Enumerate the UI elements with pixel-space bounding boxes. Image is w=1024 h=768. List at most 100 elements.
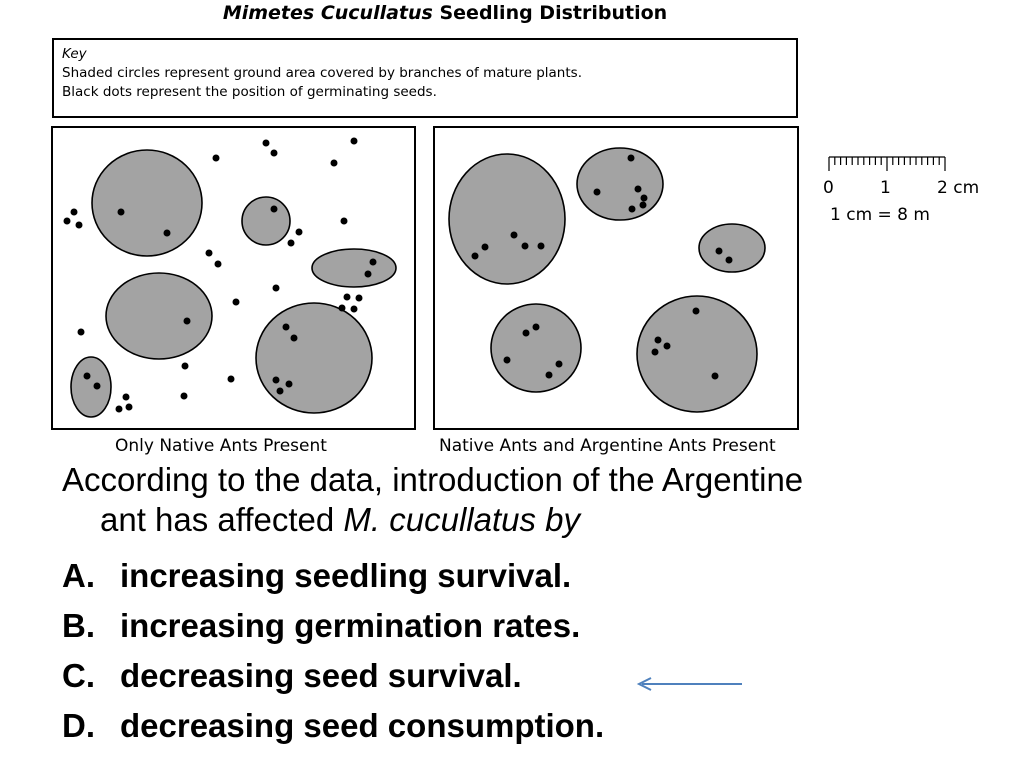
choice-d[interactable]: D. decreasing seed consumption. (62, 704, 992, 754)
panel-native-seeds (63, 137, 377, 413)
plant-circle (70, 356, 112, 418)
seed-dot (272, 284, 280, 292)
seed-dot (285, 380, 293, 388)
seed-dot (287, 239, 295, 247)
seed-dot (70, 208, 78, 216)
seed-dot (628, 205, 636, 213)
answer-choices: A. increasing seedling survival. B. incr… (62, 554, 992, 754)
seed-dot (117, 208, 125, 216)
seed-dot (503, 356, 511, 364)
seed-dot (654, 336, 662, 344)
seed-dot (262, 139, 270, 147)
seed-dot (471, 252, 479, 260)
seed-dot (593, 188, 601, 196)
seed-dot (183, 317, 191, 325)
seed-dot (125, 403, 133, 411)
seed-dot (663, 342, 671, 350)
scale-ticks (828, 157, 946, 171)
seed-dot (481, 243, 489, 251)
choice-text: increasing seedling survival. (120, 557, 572, 594)
choice-text: decreasing seed survival. (120, 657, 522, 694)
seed-dot (651, 348, 659, 356)
seed-dot (290, 334, 298, 342)
figure-title-suffix: Seedling Distribution (439, 2, 668, 24)
seed-dot (640, 194, 648, 202)
question-stem-line-2: ant has affected M. cucullatus by (62, 500, 992, 540)
key-label: Key (62, 46, 87, 62)
seed-dot (364, 270, 372, 278)
seed-dot (355, 294, 363, 302)
seed-dot (181, 362, 189, 370)
plant-circle (448, 153, 566, 285)
plant-circle (255, 302, 373, 414)
seed-dot (634, 185, 642, 193)
key-line-dots: Black dots represent the position of ger… (62, 84, 437, 100)
plant-circle (241, 196, 291, 246)
seed-dot (270, 149, 278, 157)
plant-circle (490, 303, 582, 393)
seed-dot (627, 154, 635, 162)
seed-dot (227, 375, 235, 383)
seed-dot (212, 154, 220, 162)
seed-dot (180, 392, 188, 400)
seed-dot (93, 382, 101, 390)
panel-argentine-seeds (471, 154, 733, 380)
plant-circle (311, 248, 397, 288)
seed-dot (205, 249, 213, 257)
key-line-circles: Shaded circles represent ground area cov… (62, 65, 582, 81)
choice-letter: B. (62, 607, 95, 644)
seed-dot (522, 329, 530, 337)
choice-letter: D. (62, 707, 95, 744)
seed-dot (343, 293, 351, 301)
plant-circle (636, 295, 758, 413)
seed-dot (75, 221, 83, 229)
choice-letter: C. (62, 657, 95, 694)
panel-argentine-caption: Native Ants and Argentine Ants Present (439, 436, 776, 456)
seed-dot (276, 387, 284, 395)
seed-dot (330, 159, 338, 167)
seed-dot (350, 305, 358, 313)
seed-dot (521, 242, 529, 250)
choice-text: decreasing seed consumption. (120, 707, 605, 744)
plant-circle (105, 272, 213, 360)
seed-dot (214, 260, 222, 268)
panel-argentine-plants (448, 147, 766, 413)
panel-native-caption: Only Native Ants Present (115, 436, 327, 456)
seed-dot (77, 328, 85, 336)
seed-dot (639, 201, 647, 209)
choice-a[interactable]: A. increasing seedling survival. (62, 554, 992, 604)
seed-dot (272, 376, 280, 384)
seed-dot (545, 371, 553, 379)
question-stem: According to the data, introduction of t… (62, 460, 992, 540)
question-stem-text: ant has affected (100, 501, 344, 538)
scale-label-1: 1 (880, 178, 891, 198)
seed-dot (295, 228, 303, 236)
panel-native-plants (70, 149, 397, 418)
seed-dot (692, 307, 700, 315)
seed-dot (350, 137, 358, 145)
seed-dot (340, 217, 348, 225)
seed-dot (163, 229, 171, 237)
figure-title-species: Mimetes Cucullatus (222, 2, 433, 24)
key-box: Key Shaded circles represent ground area… (52, 38, 798, 118)
seed-dot (232, 298, 240, 306)
seed-dot (532, 323, 540, 331)
scale-bar (828, 156, 946, 171)
plant-circle (91, 149, 203, 257)
question-stem-species: M. cucullatus by (343, 501, 581, 538)
choice-text: increasing germination rates. (120, 607, 581, 644)
scale-label-0: 0 (823, 178, 834, 198)
choice-b[interactable]: B. increasing germination rates. (62, 604, 992, 654)
seed-dot (555, 360, 563, 368)
figure-title: Mimetes Cucullatus Seedling Distribution (0, 2, 890, 24)
question-stem-line-1: According to the data, introduction of t… (62, 461, 804, 498)
answer-arrow (636, 677, 742, 691)
plant-circle (576, 147, 664, 221)
plant-circle (698, 223, 766, 273)
seed-dot (715, 247, 723, 255)
seed-dot (282, 323, 290, 331)
seed-dot (115, 405, 123, 413)
choice-c[interactable]: C. decreasing seed survival. (62, 654, 992, 704)
seed-dot (83, 372, 91, 380)
